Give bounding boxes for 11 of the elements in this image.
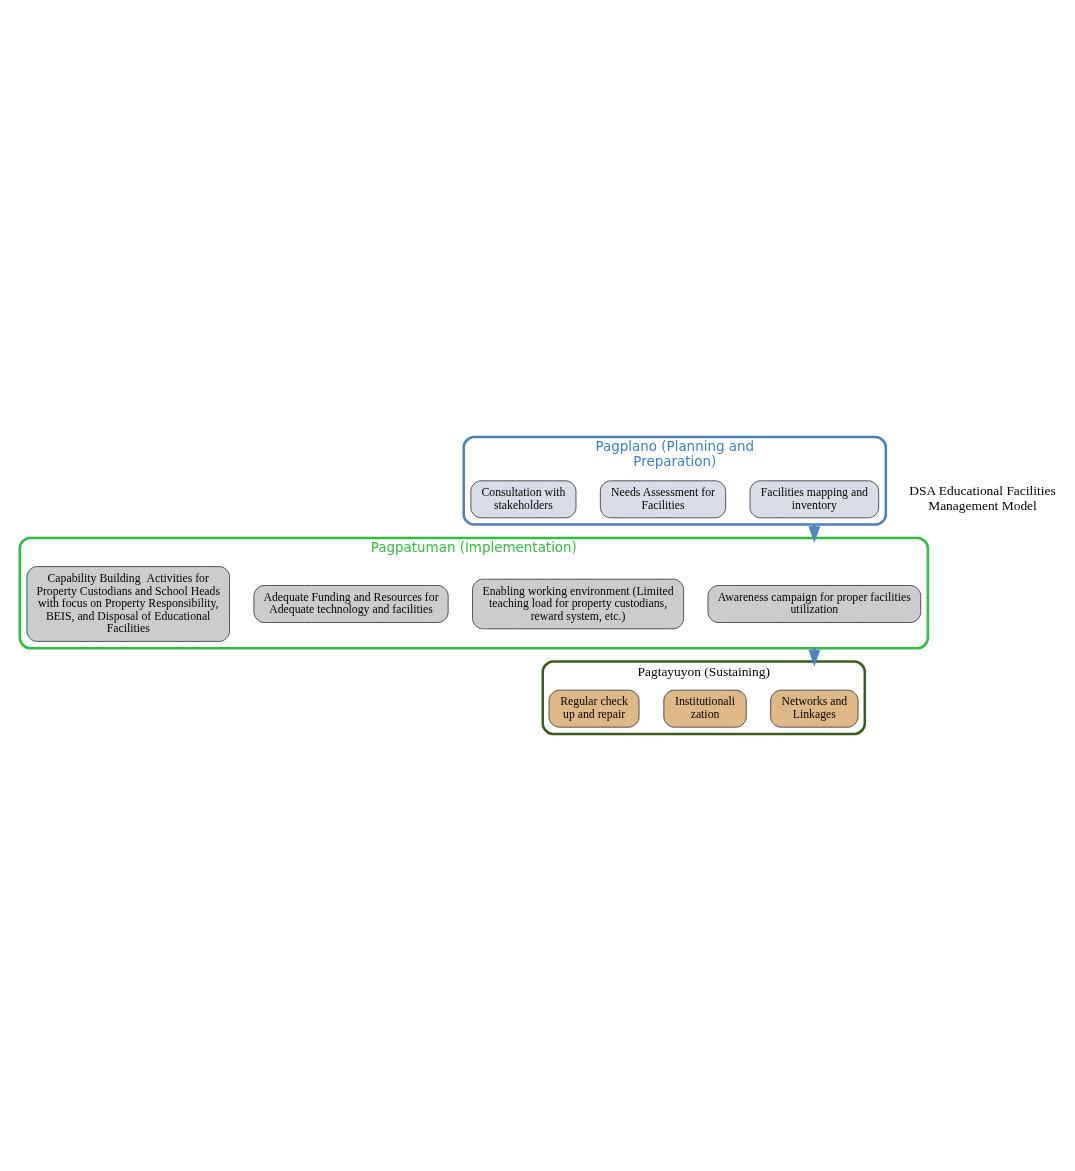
label: DSA Educational Facilities Management Model: [909, 482, 1056, 514]
node-box: Facilities mapping and inventory: [749, 480, 880, 519]
node-box: Regular check up and repair: [548, 689, 640, 728]
node-box: Enabling working environment (Limited teaching load for property custodians, reward system, etc.): [472, 578, 684, 630]
node-box: Consultation with stakeholders: [470, 480, 577, 519]
node-box: Awareness campaign for proper facilities utilization: [707, 585, 922, 623]
node-box: Adequate Funding and Resources for Adequate technology and facilities: [253, 585, 449, 623]
node-box: Needs Assessment for Facilities: [599, 480, 727, 519]
node-box: Capability Building Activities for Property Custodians and School Heads with focus on Property Responsibility, BEIS, and Disposal of Educational Facilities: [26, 566, 230, 642]
node-box: Institutionalization: [663, 689, 747, 728]
node-box: Networks and Linkages: [770, 689, 859, 728]
